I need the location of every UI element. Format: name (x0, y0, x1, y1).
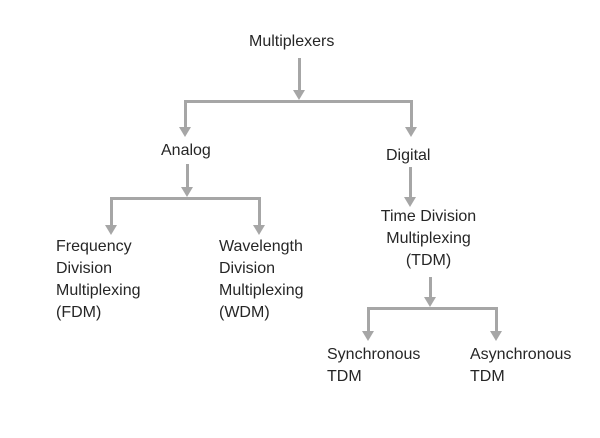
node-fdm: Frequency Division Multiplexing (FDM) (56, 238, 141, 321)
arrowhead-to-digital (405, 127, 417, 137)
arrowhead-to-fdm (105, 225, 117, 235)
connector-fork3-to-sync (367, 307, 370, 331)
connector-fork3-to-async (495, 307, 498, 331)
node-asynchronous-tdm: Asynchronous TDM (470, 346, 572, 385)
connector-digital-stem (409, 167, 412, 197)
node-wdm: Wavelength Division Multiplexing (WDM) (219, 238, 304, 321)
connector-analog-stem (186, 164, 189, 187)
connector-tdm-stem (429, 277, 432, 297)
node-digital: Digital (386, 147, 431, 164)
connector-fork1-to-digital (410, 100, 413, 127)
arrowhead-digital-stem (404, 197, 416, 207)
arrowhead-root-stem (293, 90, 305, 100)
connector-fork2-to-wdm (258, 197, 261, 225)
connector-fork3-horizontal (367, 307, 498, 310)
arrowhead-analog-stem (181, 187, 193, 197)
connector-fork2-to-fdm (110, 197, 113, 225)
arrowhead-to-sync (362, 331, 374, 341)
node-tdm: Time Division Multiplexing (TDM) (380, 208, 477, 269)
connector-fork2-horizontal (110, 197, 261, 200)
arrowhead-tdm-stem (424, 297, 436, 307)
node-multiplexers: Multiplexers (249, 33, 335, 50)
connector-fork1-to-analog (184, 100, 187, 127)
arrowhead-to-async (490, 331, 502, 341)
connector-fork1-horizontal (184, 100, 413, 103)
node-synchronous-tdm: Synchronous TDM (327, 346, 421, 385)
arrowhead-to-analog (179, 127, 191, 137)
connector-root-stem (298, 58, 301, 90)
node-analog: Analog (161, 142, 211, 159)
arrowhead-to-wdm (253, 225, 265, 235)
